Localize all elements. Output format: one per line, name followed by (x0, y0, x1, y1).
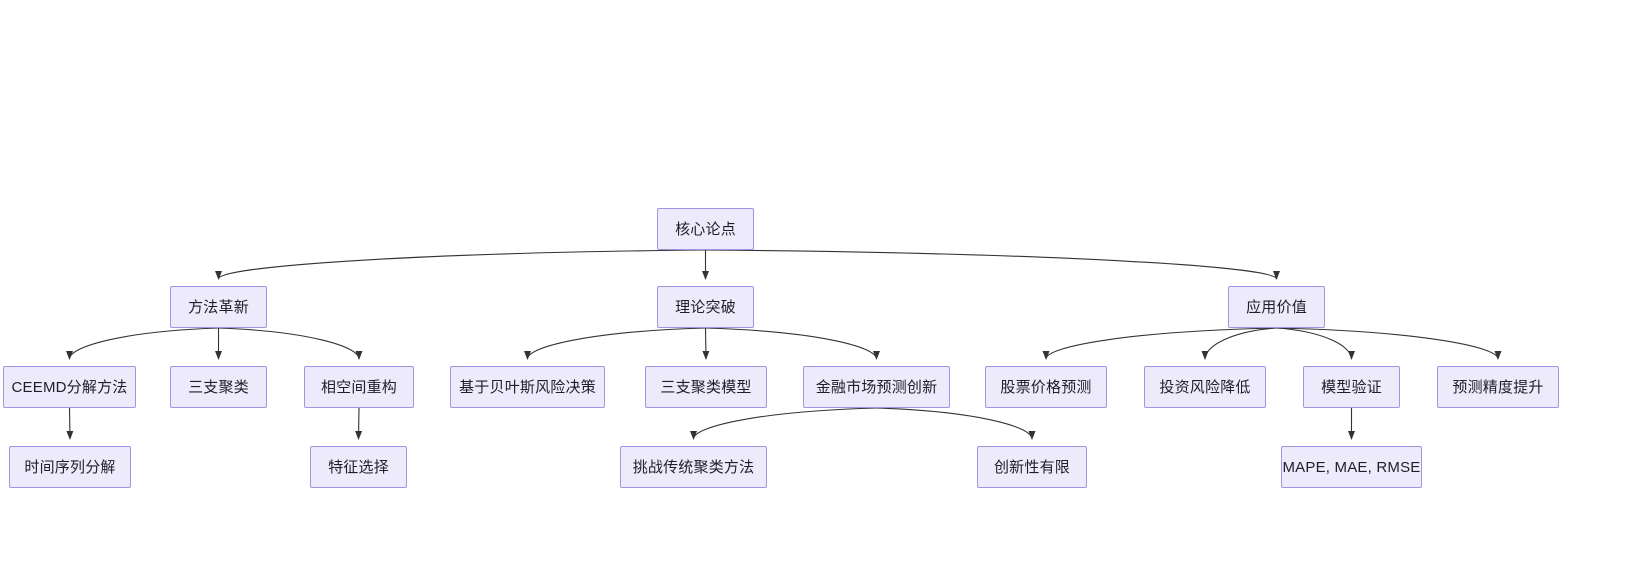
edge-l2b3-to-l3b1 (690, 407, 877, 440)
node-label: MAPE, MAE, RMSE (1282, 458, 1421, 476)
mindmap-node[interactable]: 理论突破 (657, 286, 754, 328)
mindmap-node[interactable]: 模型验证 (1303, 366, 1400, 408)
node-label: 方法革新 (188, 298, 249, 316)
mindmap-node[interactable]: 应用价值 (1228, 286, 1325, 328)
mindmap-node[interactable]: 特征选择 (310, 446, 407, 488)
node-label: 理论突破 (675, 298, 736, 316)
mindmap-node[interactable]: 相空间重构 (304, 366, 414, 408)
mindmap-node[interactable]: 创新性有限 (977, 446, 1087, 488)
node-label: 三支聚类模型 (660, 378, 752, 396)
node-label: 三支聚类 (188, 378, 249, 396)
node-label: 创新性有限 (993, 458, 1070, 476)
edge-l1b-to-l2b3 (705, 327, 880, 360)
node-label: 核心论点 (675, 220, 736, 238)
edge-l1c-to-l2c1 (1042, 327, 1277, 360)
edge-l1c-to-l2c3 (1276, 327, 1355, 360)
mindmap-node[interactable]: 金融市场预测创新 (803, 366, 950, 408)
node-label: 模型验证 (1321, 378, 1382, 396)
node-label: 预测精度提升 (1452, 378, 1544, 396)
node-label: 基于贝叶斯风险决策 (459, 378, 596, 396)
mindmap-node[interactable]: 挑战传统聚类方法 (620, 446, 767, 488)
node-label: 金融市场预测创新 (815, 378, 938, 396)
node-label: 股票价格预测 (1000, 378, 1092, 396)
edge-l2a3-to-l3a3 (355, 407, 363, 440)
node-label: 应用价值 (1246, 298, 1307, 316)
mindmap-node[interactable]: 预测精度提升 (1437, 366, 1559, 408)
edge-l2b3-to-l3b2 (876, 407, 1036, 440)
edge-l1a-to-l2a1 (66, 327, 219, 360)
node-label: 投资风险降低 (1159, 378, 1251, 396)
edge-l2a1-to-l3a1 (66, 407, 74, 440)
edge-root-to-l1a (215, 249, 706, 280)
node-label: CEEMD分解方法 (11, 378, 128, 396)
edges-group (66, 249, 1502, 440)
node-label: 挑战传统聚类方法 (632, 458, 755, 476)
mindmap-node[interactable]: 股票价格预测 (985, 366, 1107, 408)
edge-l1a-to-l2a3 (218, 327, 363, 360)
mindmap-node[interactable]: 方法革新 (170, 286, 267, 328)
edge-l1c-to-l2c4 (1276, 327, 1502, 360)
mindmap-node[interactable]: 基于贝叶斯风险决策 (450, 366, 605, 408)
mindmap-node[interactable]: CEEMD分解方法 (3, 366, 136, 408)
mindmap-node[interactable]: 三支聚类模型 (645, 366, 767, 408)
mindmap-root-node[interactable]: 核心论点 (657, 208, 754, 250)
edge-l1b-to-l2b2 (702, 327, 710, 360)
mindmap-node[interactable]: 三支聚类 (170, 366, 267, 408)
edge-l1c-to-l2c2 (1201, 327, 1277, 360)
edge-root-to-l1c (705, 249, 1280, 280)
node-label: 特征选择 (328, 458, 389, 476)
mindmap-node[interactable]: 投资风险降低 (1144, 366, 1266, 408)
mindmap-node[interactable]: 时间序列分解 (9, 446, 131, 488)
node-label: 相空间重构 (320, 378, 397, 396)
mindmap-node[interactable]: MAPE, MAE, RMSE (1281, 446, 1422, 488)
node-label: 时间序列分解 (24, 458, 116, 476)
edge-l1b-to-l2b1 (524, 327, 706, 360)
